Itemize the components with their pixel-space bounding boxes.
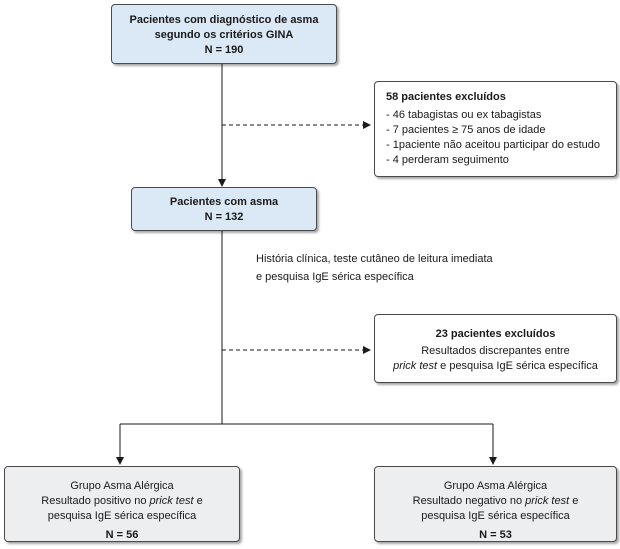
negative-group-line2: Resultado negativo no prick test e [375, 494, 616, 509]
excluded-1-title: 58 pacientes excluídos [386, 91, 506, 103]
initial-patients-box: Pacientes com diagnóstico de asma segund… [111, 4, 337, 64]
asthma-patients-label: Pacientes com asma [169, 196, 279, 208]
negative-group-prefix: Resultado negativo no [412, 495, 526, 507]
positive-group-suffix: e [193, 495, 203, 507]
negative-group-count: N = 53 [479, 529, 512, 541]
excluded-2-line2: prick test e pesquisa IgE sérica específ… [375, 359, 616, 374]
excluded-2-line2-rest: e pesquisa IgE sérica específica [437, 360, 598, 372]
positive-group-box: Grupo Asma Alérgica Resultado positivo n… [4, 466, 240, 542]
initial-patients-line2: segundo os critérios GINA [154, 29, 294, 41]
excluded-1-list: - 46 tabagistas ou ex tabagistas - 7 pac… [386, 108, 616, 168]
excluded-2-italic: prick test [393, 360, 438, 372]
asthma-patients-box: Pacientes com asma N = 132 [131, 187, 317, 231]
procedure-text: História clínica, teste cutâneo de leitu… [256, 252, 493, 285]
asthma-patients-count: N = 132 [204, 211, 244, 223]
positive-group-italic: prick test [149, 495, 194, 507]
positive-group-count: N = 56 [105, 529, 139, 541]
list-item: - 1paciente não aceitou participar do es… [386, 139, 601, 151]
positive-group-line3: pesquisa IgE sérica específica [47, 510, 197, 522]
negative-group-line3: pesquisa IgE sérica específica [421, 510, 570, 522]
excluded-2-line1: Resultados discrepantes entre [421, 345, 570, 357]
negative-group-line1: Grupo Asma Alérgica [443, 480, 548, 492]
negative-group-box: Grupo Asma Alérgica Resultado negativo n… [374, 466, 617, 542]
positive-group-line2: Resultado positivo no prick test e [5, 494, 239, 509]
procedure-line2: e pesquisa IgE sérica específica [256, 271, 414, 283]
negative-group-suffix: e [569, 495, 579, 507]
excluded-2-title: 23 pacientes excluídos [435, 328, 556, 340]
initial-patients-line1: Pacientes com diagnóstico de asma [129, 14, 319, 26]
excluded-box-2: 23 pacientes excluídos Resultados discre… [374, 314, 617, 383]
positive-group-line1: Grupo Asma Alérgica [70, 480, 174, 492]
initial-patients-count: N = 190 [204, 44, 244, 56]
positive-group-prefix: Resultado positivo no [41, 495, 150, 507]
list-item: - 7 pacientes ≥ 75 anos de idade [386, 124, 546, 136]
excluded-box-1: 58 pacientes excluídos - 46 tabagistas o… [374, 81, 617, 177]
list-item: - 46 tabagistas ou ex tabagistas [386, 109, 542, 121]
procedure-line1: História clínica, teste cutâneo de leitu… [256, 253, 493, 265]
list-item: - 4 perderam seguimento [386, 154, 509, 166]
negative-group-italic: prick test [525, 495, 570, 507]
